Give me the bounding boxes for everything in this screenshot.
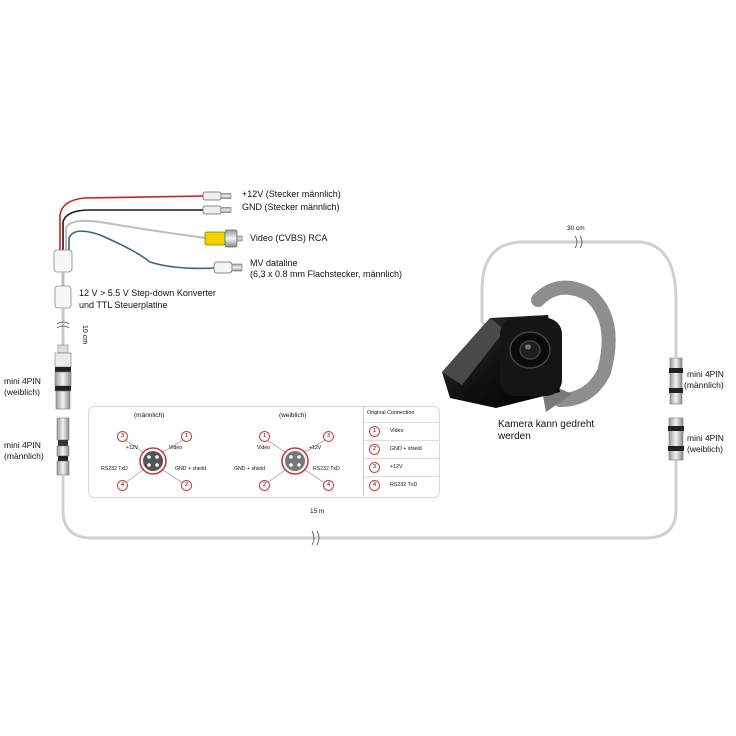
female-video-label: Video xyxy=(257,445,271,451)
female-pin-4: 4 xyxy=(323,480,334,491)
male-pin-2: 2 xyxy=(181,480,192,491)
left-female-plug-label-1: mini 4PIN xyxy=(4,376,41,386)
male-rs232-label: RS232 TxD xyxy=(101,466,128,472)
blue-wire xyxy=(68,230,216,270)
right-male-plug-label-2: (männlich) xyxy=(684,380,724,390)
converter-module xyxy=(53,249,73,345)
female-rs232-label: RS232 TxD xyxy=(313,466,340,472)
white-wire xyxy=(65,219,206,250)
video-rca-label: Video (CVBS) RCA xyxy=(250,233,328,243)
male-pin-1: 1 xyxy=(181,431,192,442)
left-female-plug-label-2: (weiblich) xyxy=(4,387,40,397)
rca-connector xyxy=(204,229,243,248)
wire-harness xyxy=(59,195,216,270)
male-pin-4: 4 xyxy=(117,480,128,491)
table-pin-desc: Video xyxy=(390,428,404,434)
converter-label-line1: 12 V > 5.5 V Step-down Konverter xyxy=(79,288,216,298)
table-row: 1 Video xyxy=(364,422,439,440)
right-female-plug-label-2: (weiblich) xyxy=(687,444,723,454)
table-pin-number: 4 xyxy=(369,480,380,491)
camera-caption-1: Kamera kann gedreht xyxy=(498,419,595,430)
male-plus12v-label: +12V xyxy=(126,445,139,451)
connection-table-title: Original Connection xyxy=(367,410,415,416)
black-wire xyxy=(62,209,205,250)
left-male-plug xyxy=(56,417,70,476)
table-pin-desc: +12V xyxy=(390,464,403,470)
male-video-label: Video xyxy=(169,445,183,451)
camera-caption-2: werden xyxy=(498,431,531,442)
female-gnd-label: GND + shield xyxy=(234,466,265,472)
right-female-plug xyxy=(668,417,684,461)
spade-connectors xyxy=(202,191,232,215)
mv-dataline-label: MV dataline xyxy=(250,258,298,268)
left-male-plug-label-2: (männlich) xyxy=(4,451,44,461)
left-male-plug-label-1: mini 4PIN xyxy=(4,440,41,450)
table-pin-number: 1 xyxy=(369,426,380,437)
gnd-label: GND (Stecker männlich) xyxy=(242,202,340,212)
female-pin-3: 3 xyxy=(323,431,334,442)
connection-table: Original Connection 1 Video 2 GND + shie… xyxy=(363,406,439,496)
length-10cm: 10 cm xyxy=(81,325,88,345)
female-pin-1: 1 xyxy=(259,431,270,442)
converter-label-line2: und TTL Steuerplatine xyxy=(79,300,168,310)
main-cable xyxy=(61,460,678,540)
mv-dataline-detail: (6,3 x 0.8 mm Flachstecker, männlich) xyxy=(250,269,403,279)
female-plus12v-label: +12V xyxy=(309,445,322,451)
plus12v-label: +12V (Stecker männlich) xyxy=(242,189,341,199)
male-gnd-label: GND + shield xyxy=(175,466,206,472)
right-male-plug-label-1: mini 4PIN xyxy=(687,369,724,379)
right-male-plug xyxy=(669,300,683,405)
table-row: 4 RS232 TxD xyxy=(364,476,439,494)
male-pin-3: 3 xyxy=(117,431,128,442)
table-pin-desc: GND + shield xyxy=(390,446,422,452)
male-pinout-title: (männlich) xyxy=(134,412,165,419)
female-pin-2: 2 xyxy=(259,480,270,491)
camera-body xyxy=(442,315,562,408)
length-30cm: 30 cm xyxy=(567,225,585,232)
length-15m: 15 m xyxy=(310,508,325,515)
left-female-plug xyxy=(54,344,72,410)
female-pinout-title: (weiblich) xyxy=(279,412,307,419)
mv-dataline-plug xyxy=(213,261,243,274)
table-pin-desc: RS232 TxD xyxy=(390,482,418,488)
table-row: 2 GND + shield xyxy=(364,440,439,458)
right-female-plug-label-1: mini 4PIN xyxy=(687,433,724,443)
table-pin-number: 3 xyxy=(369,462,380,473)
table-pin-number: 2 xyxy=(369,444,380,455)
red-wire xyxy=(59,195,206,250)
table-row: 3 +12V xyxy=(364,458,439,476)
